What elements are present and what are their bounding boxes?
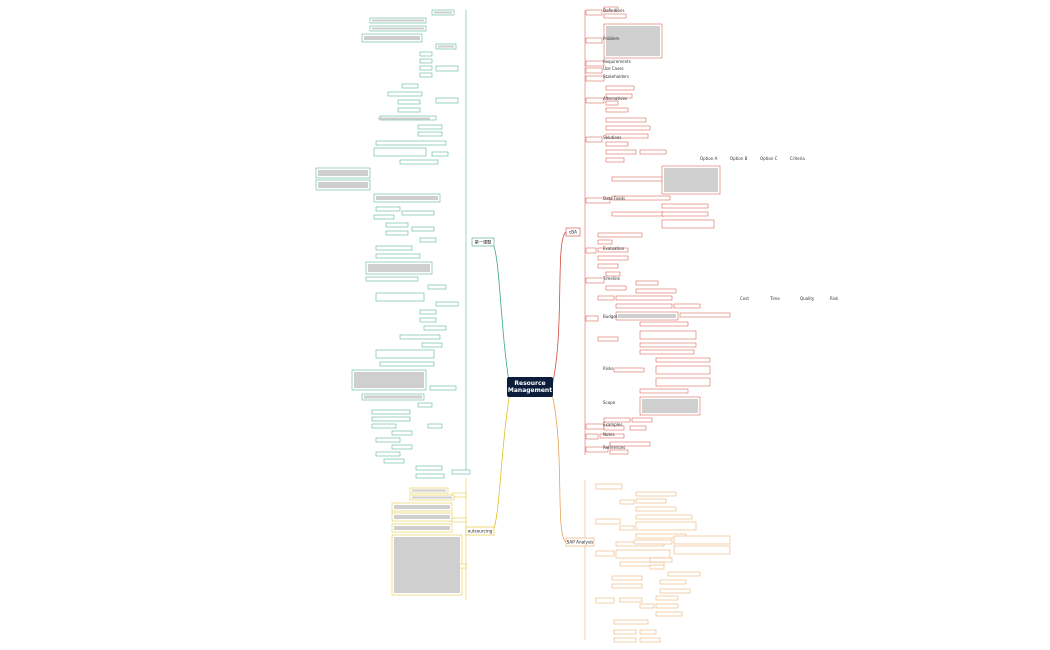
node-definitions: Definitions	[603, 8, 624, 13]
left-top-subtree-text	[318, 11, 454, 399]
right-top-nodes: Definitions Problem Requirements Use Cas…	[602, 8, 631, 450]
leaf-time: Time	[769, 296, 780, 301]
branch-right-bottom[interactable]: SAP Analysis	[565, 537, 595, 547]
node-risks: Risks	[603, 366, 613, 371]
root-node[interactable]: Resource Management	[507, 377, 553, 397]
right-top-leaves: Option A Option B Option C Criteria Cost…	[700, 156, 839, 301]
node-alternatives: Alternatives	[603, 96, 627, 101]
node-examples: Examples	[603, 422, 622, 427]
connector-left-top	[491, 242, 511, 389]
leaf-risk: Risk	[830, 296, 839, 301]
node-problem: Problem	[603, 36, 619, 41]
node-data-fields: Data Fields	[603, 196, 625, 201]
root-label-line2: Management	[508, 387, 552, 394]
node-timeline: Timeline	[602, 276, 621, 281]
branch-left-bottom[interactable]: outsourcing	[465, 526, 495, 536]
branch-left-bottom-label: outsourcing	[468, 529, 493, 534]
node-references: References	[603, 445, 625, 450]
branch-right-bottom-label: SAP Analysis	[567, 540, 594, 545]
connector-right-top	[551, 231, 567, 387]
node-notes: Notes	[603, 432, 615, 437]
node-budget: Budget	[603, 314, 618, 319]
branch-left-top-label: 第一课题	[475, 239, 493, 246]
connector-left-bottom	[491, 391, 511, 532]
node-requirements: Requirements	[603, 59, 631, 64]
branch-right-top-label: cBA	[569, 230, 577, 235]
node-evaluation: Evaluation	[603, 246, 625, 251]
left-top-subtree	[315, 9, 471, 479]
node-solutions: Solutions	[603, 135, 621, 140]
connector-right-bottom	[551, 393, 567, 543]
node-scope: Scope	[603, 400, 616, 405]
leaf-criteria: Criteria	[790, 156, 805, 161]
node-stakeholders: Stakeholders	[603, 74, 629, 79]
root-label-line1: Resource	[514, 380, 545, 387]
leaf-option-c: Option C	[760, 156, 778, 161]
branch-right-top[interactable]: cBA	[565, 227, 581, 237]
right-bottom-subtree	[595, 483, 731, 643]
leaf-option-b: Option B	[730, 156, 748, 161]
leaf-option-a: Option A	[700, 156, 718, 161]
leaf-quality: Quality	[800, 296, 815, 301]
branch-left-top[interactable]: 第一课题	[471, 237, 495, 247]
left-bottom-subtree-text	[394, 489, 460, 593]
node-use-cases: Use Cases	[603, 66, 624, 71]
leaf-cost: Cost	[740, 296, 749, 301]
right-top-subtree-text	[606, 26, 718, 413]
